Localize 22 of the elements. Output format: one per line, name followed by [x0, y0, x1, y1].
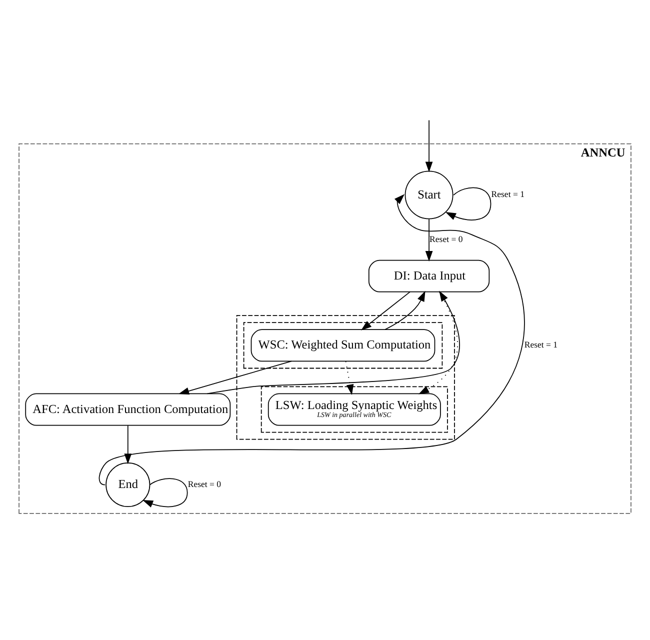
arrow [142, 478, 188, 508]
arrow [445, 187, 492, 220]
arrow [425, 218, 433, 262]
arrow [384, 290, 426, 330]
node-box: DI: Data Input [368, 260, 490, 292]
node-box: WSC: Weighted Sum Computation [250, 329, 436, 362]
arrow [98, 194, 525, 486]
arrow [361, 292, 410, 330]
edge-label: Reset = 0 [188, 478, 222, 489]
edge-label: Reset = 0 [430, 234, 463, 244]
arrow [124, 425, 132, 464]
node-box: AFC: Activation Function Computation [25, 393, 231, 426]
edge-label: Reset = 1 [524, 340, 558, 350]
node-circle: End [106, 462, 150, 508]
arrow [425, 120, 433, 172]
cluster [236, 315, 455, 440]
cluster [243, 322, 443, 369]
node-circle: Start [404, 170, 454, 220]
arrow [345, 360, 354, 395]
arrow [206, 290, 460, 394]
edge-label: Reset = 1 [491, 189, 524, 200]
arrow [418, 292, 458, 394]
